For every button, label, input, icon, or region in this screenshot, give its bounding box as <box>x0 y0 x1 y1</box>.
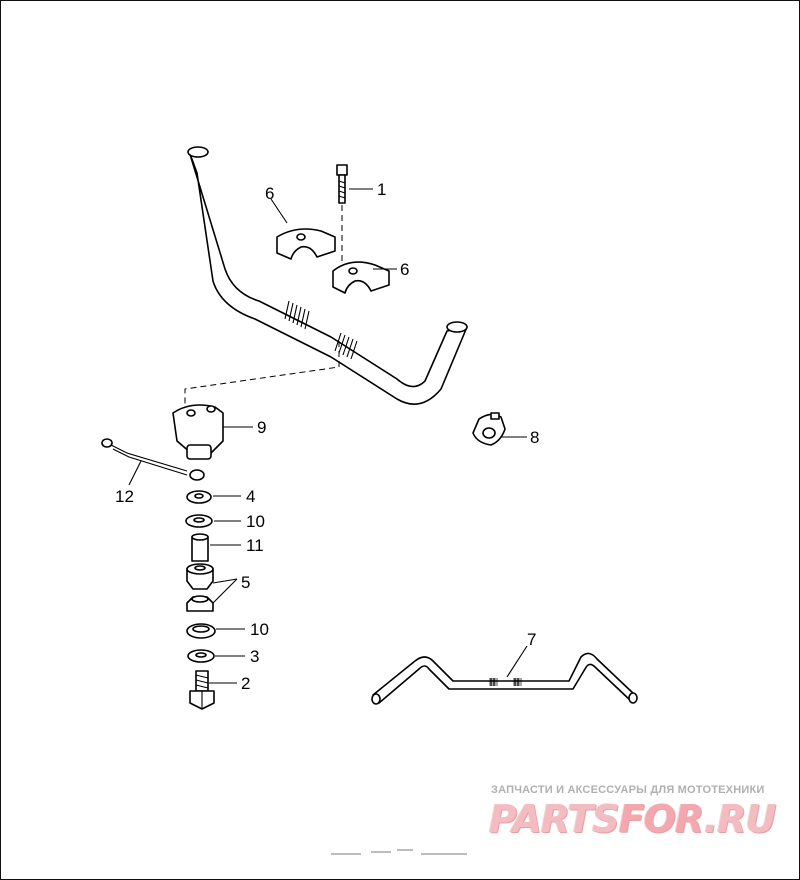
watermark-logo: PARTSFOR.RU <box>489 797 777 841</box>
riser-part-9 <box>172 404 224 460</box>
callout-8: 8 <box>530 428 539 447</box>
callout-12: 12 <box>115 487 134 506</box>
watermark-logo-tail: .RU <box>703 797 777 841</box>
callout-10a: 10 <box>246 512 265 531</box>
washer-upper-part-10 <box>185 514 213 528</box>
clamp-upper-part-6 <box>276 228 336 260</box>
handlebar-small-part-7 <box>371 652 638 705</box>
callout-3: 3 <box>250 647 259 666</box>
scan-marks <box>331 849 467 855</box>
callout-2: 2 <box>241 674 250 693</box>
bushing-upper-part-5 <box>186 563 214 590</box>
clip-part-8 <box>472 412 506 446</box>
handlebar-large <box>187 146 468 405</box>
ground-strap-part-12 <box>101 438 205 481</box>
bolt-part-2 <box>189 670 215 710</box>
callout-1: 1 <box>377 180 386 199</box>
callout-11: 11 <box>246 536 264 555</box>
bolt-part-1 <box>336 164 348 204</box>
callout-10b: 10 <box>250 620 269 639</box>
callout-6b: 6 <box>400 260 409 279</box>
washer-lower-part-10 <box>186 623 216 639</box>
clamp-lower-part-6 <box>332 261 390 294</box>
watermark-tagline: ЗАПЧАСТИ И АКСЕССУАРЫ ДЛЯ МОТОТЕХНИКИ <box>491 784 765 796</box>
callout-4: 4 <box>246 487 255 506</box>
callout-5: 5 <box>241 573 250 592</box>
watermark-logo-main: PARTS <box>489 797 620 841</box>
sleeve-part-11 <box>191 533 209 562</box>
watermark-logo-accent: FOR <box>618 797 705 841</box>
callout-9: 9 <box>257 418 266 437</box>
washer-part-4 <box>186 490 212 504</box>
callout-6a: 6 <box>265 184 274 203</box>
callout-7: 7 <box>527 630 536 649</box>
bushing-lower-part-5 <box>186 595 214 612</box>
washer-part-3 <box>187 649 215 663</box>
